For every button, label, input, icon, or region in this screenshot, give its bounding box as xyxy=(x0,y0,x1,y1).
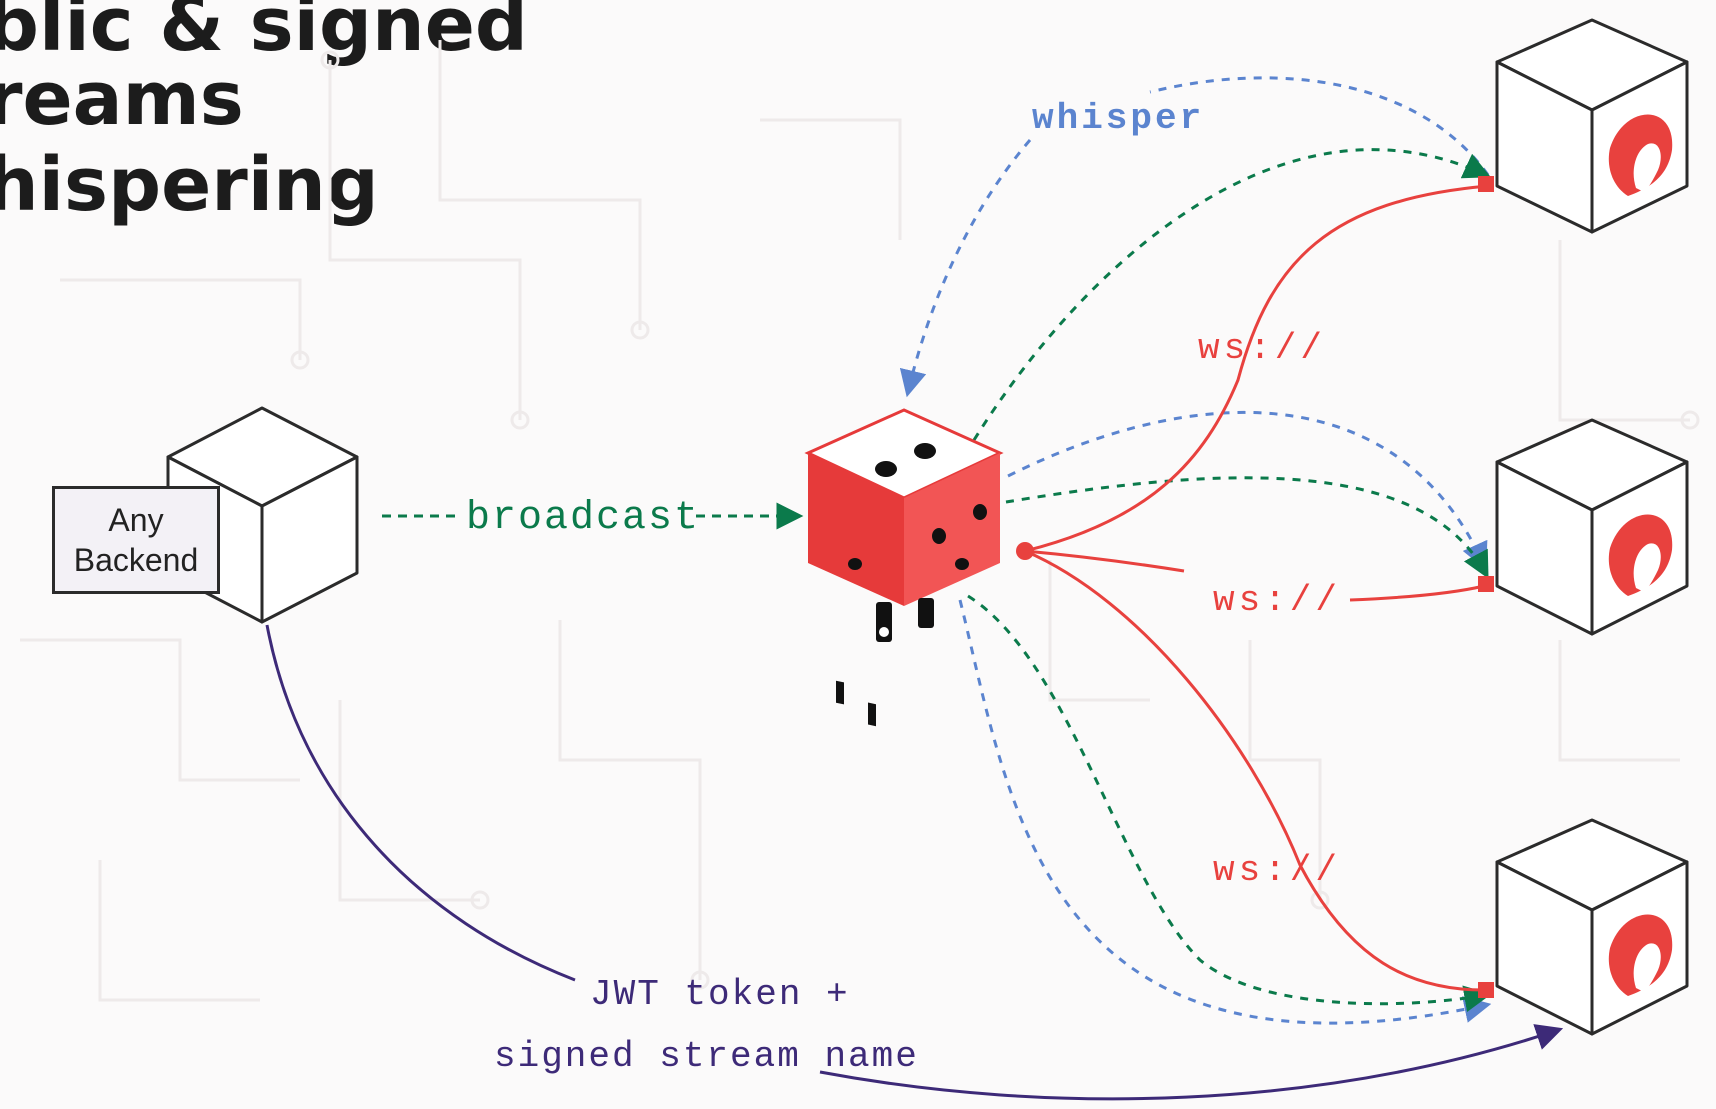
slide-title-line-3: hispering xyxy=(0,142,379,228)
backend-label-line-2: Backend xyxy=(73,542,199,578)
broadcast-client-edges xyxy=(967,148,1492,1013)
jwt-label-line-1: JWT token + xyxy=(590,974,850,1015)
jwt-label-line-2: signed stream name xyxy=(494,1036,919,1077)
ws-endpoint-2 xyxy=(1478,576,1494,592)
websocket-edges xyxy=(1024,184,1489,992)
slide-title-line-2: reams xyxy=(0,56,244,142)
broadcast-label: broadcast xyxy=(466,496,700,541)
backend-label-box: Any Backend xyxy=(52,486,220,594)
whisper-edges xyxy=(899,76,1492,1025)
backend-label-line-1: Any xyxy=(108,502,164,538)
jwt-edge xyxy=(265,624,576,982)
ws-label-3: ws:// xyxy=(1213,850,1341,891)
ws-label-2: ws:// xyxy=(1213,580,1341,621)
ws-label-1: ws:// xyxy=(1198,328,1326,369)
ws-endpoint-1 xyxy=(1478,176,1494,192)
client-cube-2-icon xyxy=(1495,418,1689,636)
ws-endpoint-3 xyxy=(1478,982,1494,998)
anycable-plug-icon xyxy=(804,408,1004,727)
whisper-label: whisper xyxy=(1032,98,1204,139)
client-cube-1-icon xyxy=(1495,18,1689,234)
websocket-origin xyxy=(1016,542,1034,560)
jwt-edge-arrow xyxy=(819,1024,1564,1101)
client-cube-3-icon xyxy=(1495,818,1689,1036)
